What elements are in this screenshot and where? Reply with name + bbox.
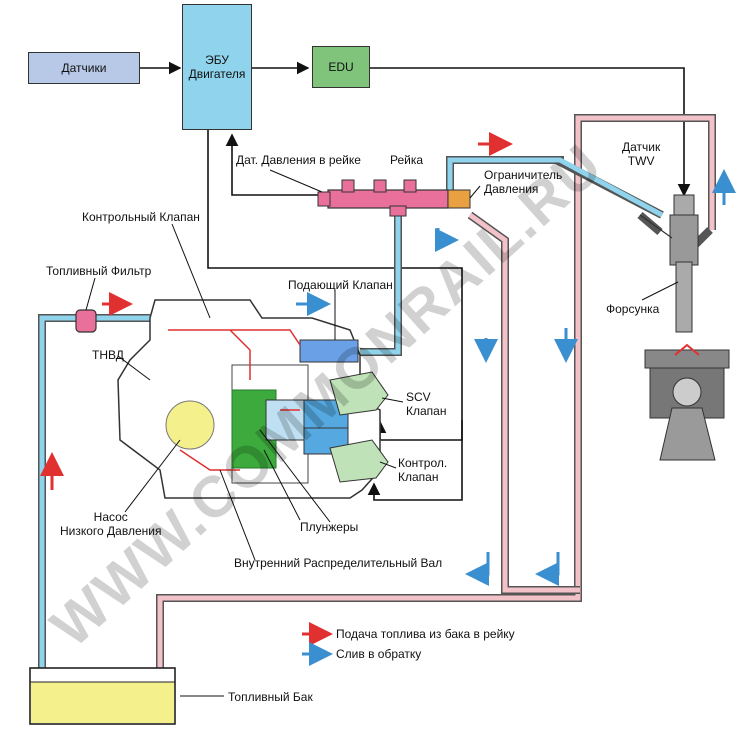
fuel-tank bbox=[29, 667, 176, 725]
ecu-box: ЭБУ Двигателя bbox=[182, 4, 252, 130]
common-rail bbox=[317, 179, 471, 217]
label-twv-sensor: Датчик TWV bbox=[622, 140, 661, 168]
legend-arrows bbox=[302, 622, 333, 666]
edu-label: EDU bbox=[328, 60, 354, 74]
feed-line bbox=[38, 156, 664, 668]
label-control-valve: Контрол. Клапан bbox=[398, 456, 448, 484]
fuel-filter bbox=[75, 309, 97, 333]
edu-box: EDU bbox=[312, 46, 370, 88]
legend-item-feed: Подача топлива из бака в рейку bbox=[336, 627, 515, 641]
label-rail-pressure-sensor: Дат. Давления в рейке bbox=[236, 153, 361, 167]
label-distributor-shaft: Внутренний Распределительный Вал bbox=[234, 556, 443, 570]
label-feed-valve: Подающий Клапан bbox=[288, 278, 393, 292]
engine-cylinder bbox=[644, 343, 730, 461]
label-scv-valve: SCV Клапан bbox=[406, 390, 447, 418]
return-line bbox=[156, 114, 716, 668]
ecu-label: ЭБУ Двигателя bbox=[188, 53, 246, 81]
label-low-pressure-pump: Насос Низкого Давления bbox=[60, 510, 162, 538]
label-pressure-limiter: Ограничитель Давления bbox=[484, 168, 563, 196]
label-pump: ТНВД bbox=[92, 348, 124, 362]
sensors-label: Датчики bbox=[61, 61, 107, 75]
hp-pump bbox=[117, 299, 389, 499]
label-plungers: Плунжеры bbox=[300, 520, 359, 534]
label-fuel-tank: Топливный Бак bbox=[228, 690, 313, 704]
label-rail: Рейка bbox=[390, 153, 424, 167]
injector bbox=[639, 194, 699, 333]
sensors-box: Датчики bbox=[28, 52, 140, 84]
flow-arrows bbox=[40, 132, 736, 586]
legend-item-return: Слив в обратку bbox=[336, 647, 422, 661]
leader-lines bbox=[85, 169, 679, 697]
label-control-valve-top: Контрольный Клапан bbox=[82, 210, 200, 224]
label-fuel-filter: Топливный Фильтр bbox=[46, 264, 152, 278]
label-injector: Форсунка bbox=[606, 302, 660, 316]
